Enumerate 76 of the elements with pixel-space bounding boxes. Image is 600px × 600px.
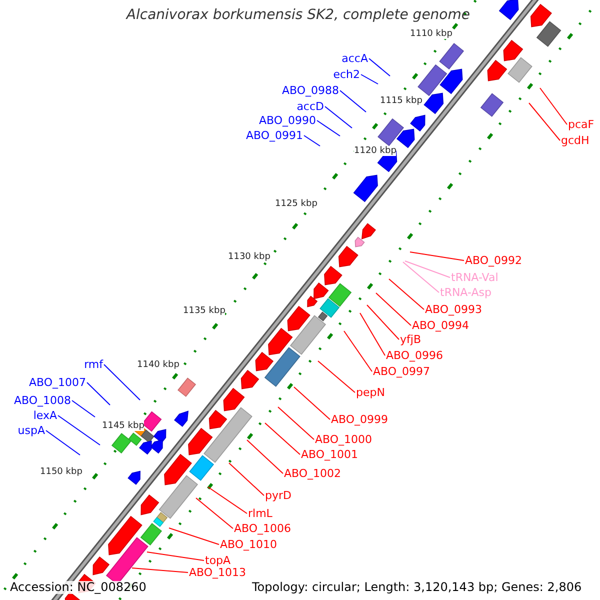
leader-line	[196, 498, 234, 529]
leader-line	[72, 400, 96, 418]
gene-label: ABO_0991	[246, 129, 303, 142]
leader-line	[246, 440, 284, 474]
gene-label: yfjB	[400, 333, 421, 346]
leader-line	[404, 260, 450, 278]
leader-line	[410, 252, 464, 261]
gene-label: tRNA-Asp	[440, 286, 492, 299]
leader-line	[294, 386, 330, 420]
gene-label: accD	[296, 100, 324, 113]
gene-label: ABO_0999	[331, 413, 388, 426]
leader-line	[58, 415, 100, 446]
leader-line	[528, 102, 560, 141]
gene-label: ABO_0990	[258, 114, 316, 127]
leader-line	[402, 262, 440, 293]
scale-tick-label: 1110 kbp	[410, 29, 452, 39]
leader-line	[376, 292, 412, 326]
scale-tick-label: 1150 kbp	[40, 467, 82, 477]
gene-label: ABO_0988	[282, 84, 339, 97]
gene-label: ABO_1007	[28, 376, 86, 389]
gene-label: rmf	[84, 358, 103, 371]
gene-label: tRNA-Val	[451, 271, 498, 284]
scale-tick-label: 1115 kbp	[380, 96, 422, 106]
leader-line	[46, 430, 80, 456]
leader-line	[340, 90, 366, 112]
gene-label: ABO_0994	[412, 319, 470, 332]
leader-line	[168, 528, 220, 545]
gene-label: gcdH	[561, 134, 590, 147]
genome-info-text: Topology: circular; Length: 3,120,143 bp; Genes: 2,806	[252, 581, 582, 594]
scale-tick-label: 1130 kbp	[228, 252, 270, 262]
leader-line	[278, 406, 314, 440]
gene-label: pepN	[356, 386, 385, 399]
scale-tick-label: 1145 kbp	[102, 421, 144, 431]
gene-label: ABO_1013	[189, 566, 246, 579]
leader-line	[324, 106, 352, 128]
scale-tick-label: 1135 kbp	[183, 306, 226, 316]
leader-line	[366, 304, 400, 340]
scale-tick-label: 1140 kbp	[137, 360, 180, 370]
scale-tick-label: 1125 kbp	[275, 199, 318, 209]
gene-label: rlmL	[248, 507, 272, 520]
gene-label: ABO_1006	[234, 522, 292, 535]
gene-label: accA	[342, 52, 368, 65]
chart-title: Alcanivorax borkumensis SK2, complete genome	[126, 9, 470, 22]
leader-line	[86, 382, 110, 406]
leader-line	[304, 135, 320, 146]
gene-label: ABO_0992	[465, 254, 522, 267]
leader-line	[360, 312, 386, 356]
gene-label: pcaF	[568, 118, 594, 131]
gene-label: ABO_1008	[14, 394, 71, 407]
leader-line	[264, 422, 300, 455]
gene-label: ABO_1000	[315, 433, 372, 446]
gene-label: ABO_1010	[220, 538, 278, 551]
leader-line	[316, 120, 340, 136]
scale-tick-label: 1120 kbp	[354, 146, 396, 156]
leader-line	[228, 462, 264, 496]
leader-line	[146, 552, 204, 561]
gene-label: pyrD	[265, 489, 292, 502]
leader-line	[360, 74, 378, 84]
gene-label: lexA	[33, 409, 57, 422]
leader-line	[104, 364, 140, 400]
gene-label: ABO_0997	[373, 365, 430, 378]
gene-label: ABO_1001	[301, 448, 358, 461]
leader-line	[318, 360, 356, 393]
gene-label: ABO_0996	[386, 349, 444, 362]
gene-label: ABO_1002	[284, 467, 342, 480]
leader-line	[344, 330, 372, 372]
leader-line	[132, 568, 188, 573]
genome-info-text: Accession: NC_008260	[10, 581, 146, 594]
gene-label: uspA	[18, 424, 45, 437]
gene-label: ABO_0993	[425, 303, 482, 316]
leader-line	[368, 58, 390, 76]
gene-label: ech2	[333, 68, 360, 81]
leader-line	[208, 486, 248, 514]
leader-line	[540, 88, 568, 125]
gene-label: topA	[205, 554, 231, 567]
leader-line	[388, 278, 424, 310]
